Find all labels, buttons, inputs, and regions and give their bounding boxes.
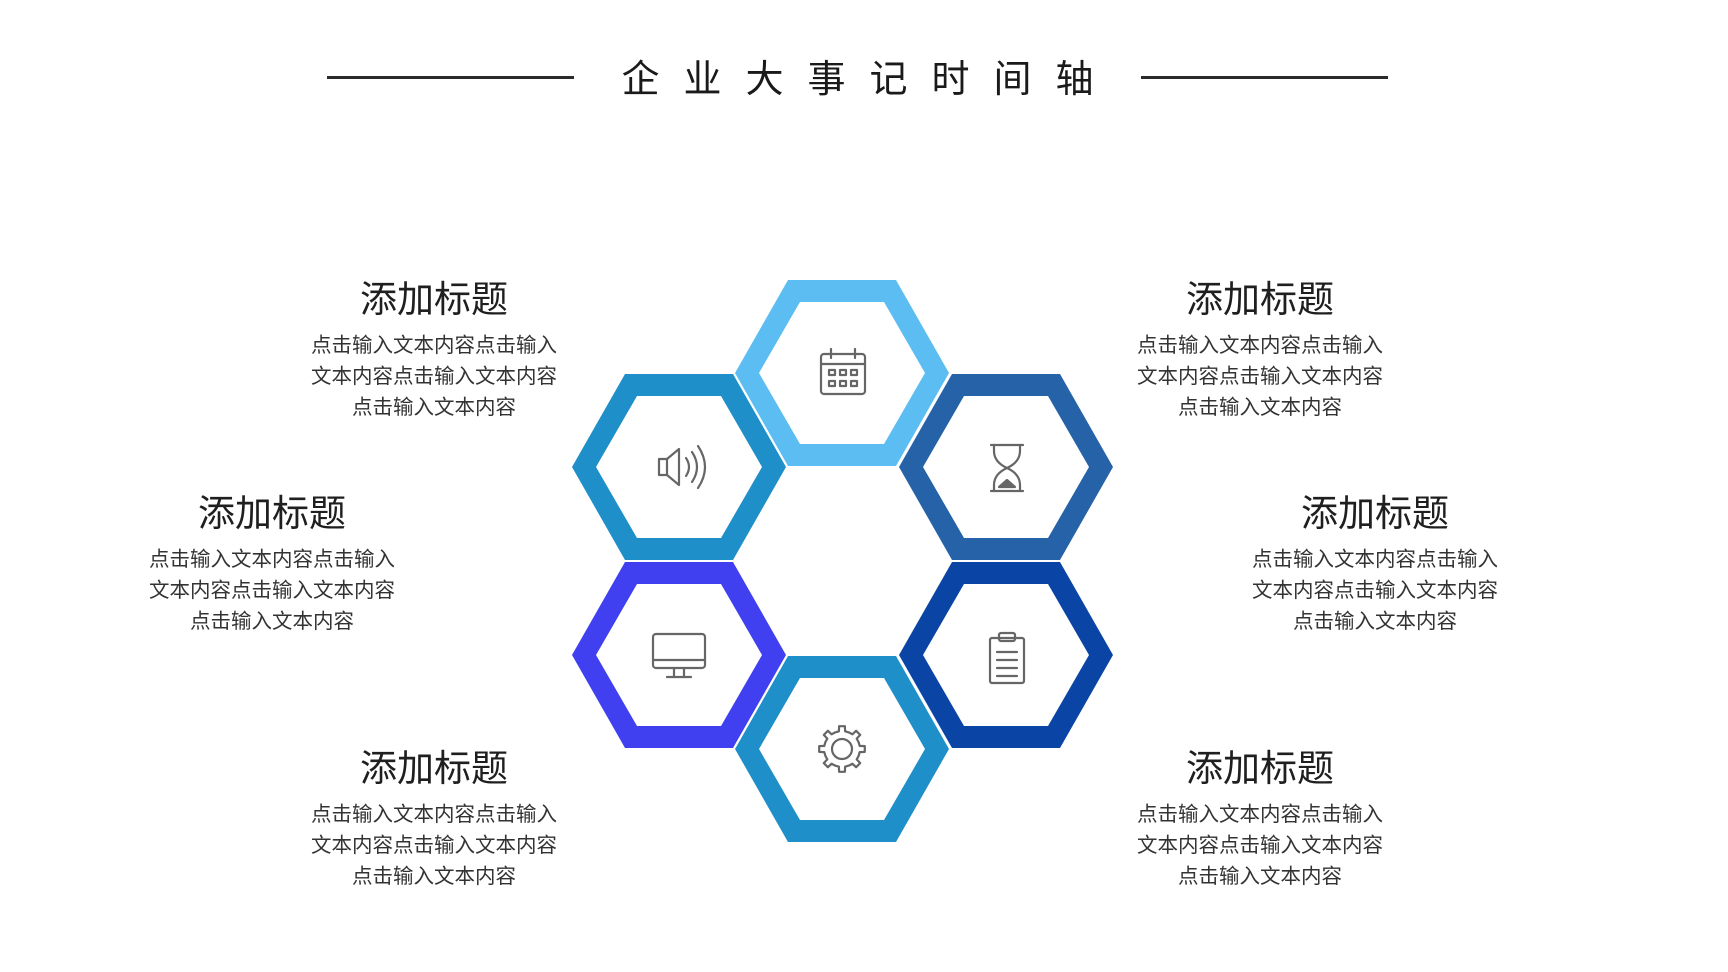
title-rule-left xyxy=(327,76,574,79)
milestone-title: 添加标题 xyxy=(360,747,508,790)
milestone-text: 点击输入文本内容点击输入 文本内容点击输入文本内容 点击输入文本内容 xyxy=(1137,802,1383,888)
monitor-icon xyxy=(651,632,707,679)
milestone-bottom-right: 添加标题 点击输入文本内容点击输入 文本内容点击输入文本内容 点击输入文本内容 xyxy=(1110,747,1410,892)
milestone-top-right: 添加标题 点击输入文本内容点击输入 文本内容点击输入文本内容 点击输入文本内容 xyxy=(1110,278,1410,423)
milestone-title: 添加标题 xyxy=(198,492,346,535)
page-title: 企业大事记时间轴 xyxy=(621,57,1118,101)
hourglass-icon xyxy=(989,443,1025,493)
milestone-title: 添加标题 xyxy=(1186,278,1334,321)
milestone-middle-left: 添加标题 点击输入文本内容点击输入 文本内容点击输入文本内容 点击输入文本内容 xyxy=(122,492,422,637)
calendar-icon xyxy=(819,347,867,396)
milestone-text: 点击输入文本内容点击输入 文本内容点击输入文本内容 点击输入文本内容 xyxy=(1252,547,1498,633)
speaker-icon xyxy=(657,444,707,490)
gear-icon xyxy=(818,725,866,773)
milestone-title: 添加标题 xyxy=(1301,492,1449,535)
title-area: 企业大事记时间轴 xyxy=(0,0,1728,140)
milestone-middle-right: 添加标题 点击输入文本内容点击输入 文本内容点击输入文本内容 点击输入文本内容 xyxy=(1225,492,1525,637)
milestone-text: 点击输入文本内容点击输入 文本内容点击输入文本内容 点击输入文本内容 xyxy=(311,802,557,888)
milestone-top-left: 添加标题 点击输入文本内容点击输入 文本内容点击输入文本内容 点击输入文本内容 xyxy=(284,278,584,423)
milestone-title: 添加标题 xyxy=(360,278,508,321)
milestone-title: 添加标题 xyxy=(1186,747,1334,790)
milestone-text: 点击输入文本内容点击输入 文本内容点击输入文本内容 点击输入文本内容 xyxy=(1137,333,1383,419)
milestone-bottom-left: 添加标题 点击输入文本内容点击输入 文本内容点击输入文本内容 点击输入文本内容 xyxy=(284,747,584,892)
milestone-text: 点击输入文本内容点击输入 文本内容点击输入文本内容 点击输入文本内容 xyxy=(149,547,395,633)
clipboard-icon xyxy=(988,631,1026,685)
title-rule-right xyxy=(1141,76,1388,79)
milestone-text: 点击输入文本内容点击输入 文本内容点击输入文本内容 点击输入文本内容 xyxy=(311,333,557,419)
